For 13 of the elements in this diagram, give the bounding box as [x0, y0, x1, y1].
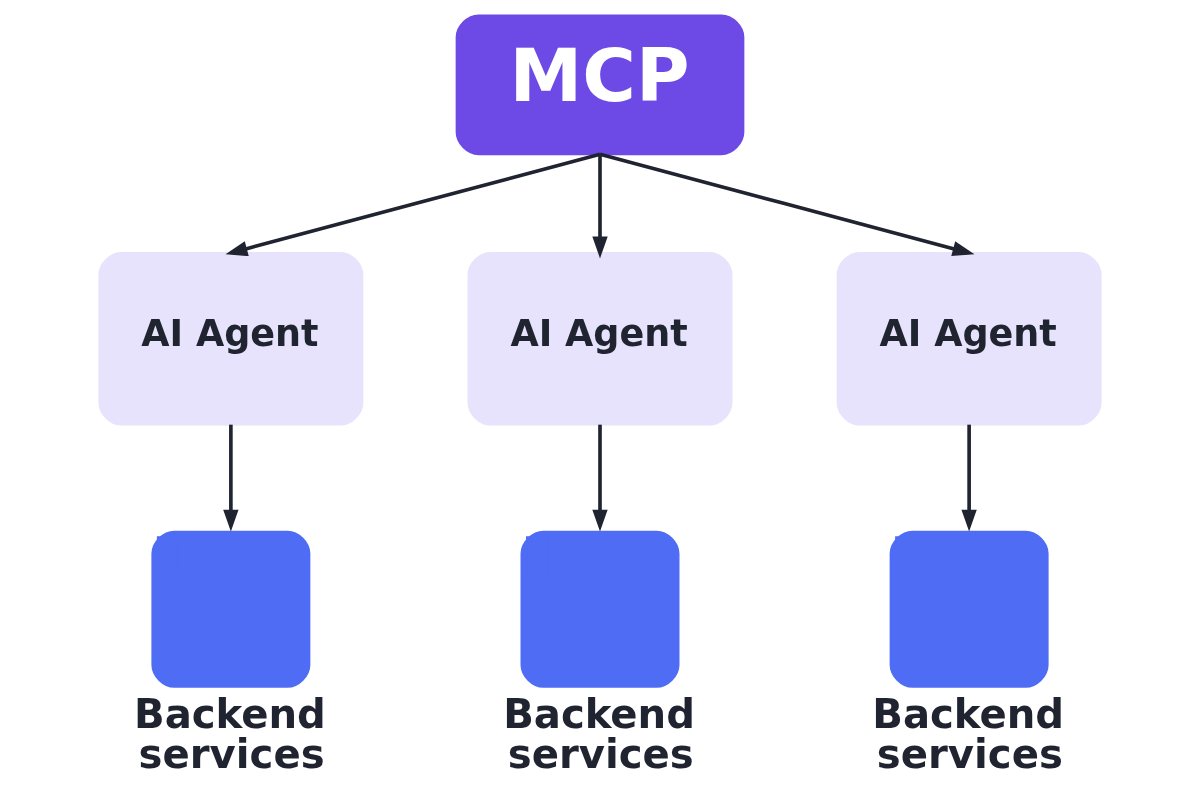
arrow — [592, 424, 608, 532]
arrow — [599, 152, 975, 257]
arrow — [223, 424, 239, 532]
node-label: Backend services — [134, 691, 326, 778]
node-box: AI Agent — [836, 252, 1102, 426]
arrow — [225, 152, 601, 257]
node-label: Backend services — [872, 691, 1065, 778]
node-box: AI Agent — [467, 252, 733, 426]
node-box: MCP — [455, 14, 745, 156]
node-box: AI Agent — [98, 252, 364, 426]
arrow — [961, 424, 977, 532]
arrow — [592, 154, 608, 259]
node-label: Backend services — [503, 691, 696, 778]
